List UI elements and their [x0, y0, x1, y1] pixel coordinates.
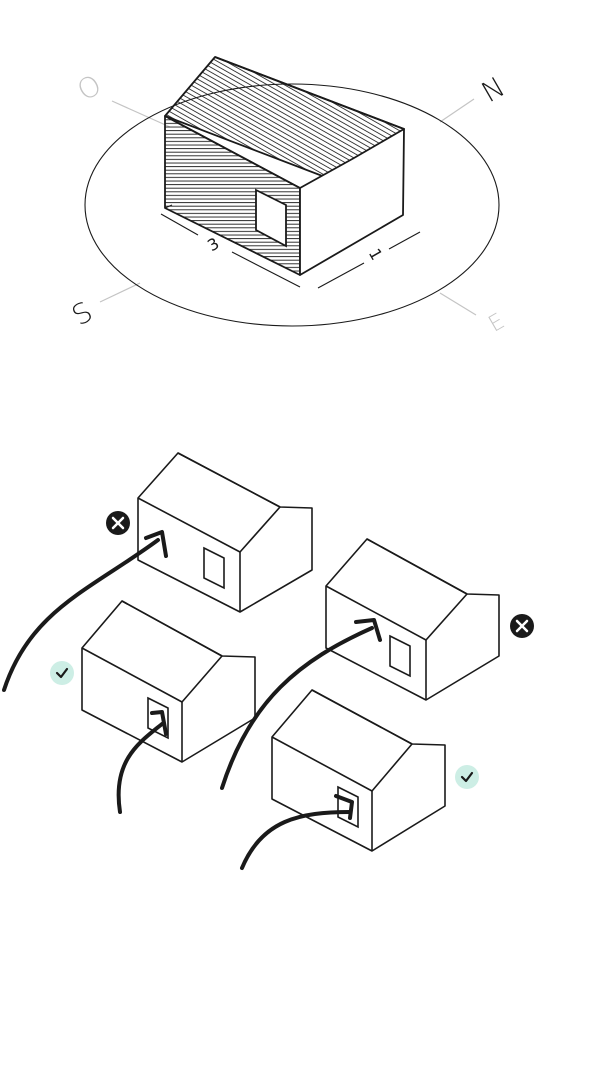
check-icon — [55, 667, 69, 679]
axis-south-line — [99, 282, 141, 303]
axis-east-line — [439, 292, 477, 316]
ground-ellipse — [84, 83, 500, 327]
example-house-b — [50, 600, 256, 814]
axis-north-line — [439, 98, 475, 123]
house-gable-wall — [299, 128, 405, 276]
example-house-c — [220, 538, 534, 790]
compass-west-label: O — [71, 68, 107, 108]
cross-icon — [111, 516, 125, 530]
wrong-badge-c — [510, 614, 534, 638]
axis-west-line — [111, 100, 171, 128]
compass-diagram: O N S E 3 1 — [66, 56, 511, 338]
correct-badge-d — [455, 765, 479, 789]
dimension-short-label: 1 — [365, 245, 387, 263]
wrong-badge-a — [106, 511, 130, 535]
house-window — [255, 188, 287, 248]
compass-east-label: E — [484, 309, 509, 338]
cross-icon — [515, 619, 529, 633]
hatched-house — [164, 56, 405, 276]
example-house-a — [2, 452, 313, 692]
check-icon — [460, 771, 474, 783]
entrance-examples — [2, 452, 534, 870]
path-arrow-c — [220, 626, 374, 790]
path-arrow-d — [240, 810, 352, 870]
compass-north-label: N — [476, 70, 511, 109]
dimension-long-label: 3 — [204, 234, 222, 256]
compass-south-label: S — [66, 295, 98, 332]
correct-badge-b — [50, 661, 74, 685]
path-arrow-b — [116, 722, 164, 814]
path-arrow-a — [2, 538, 160, 692]
example-house-d — [240, 689, 479, 870]
